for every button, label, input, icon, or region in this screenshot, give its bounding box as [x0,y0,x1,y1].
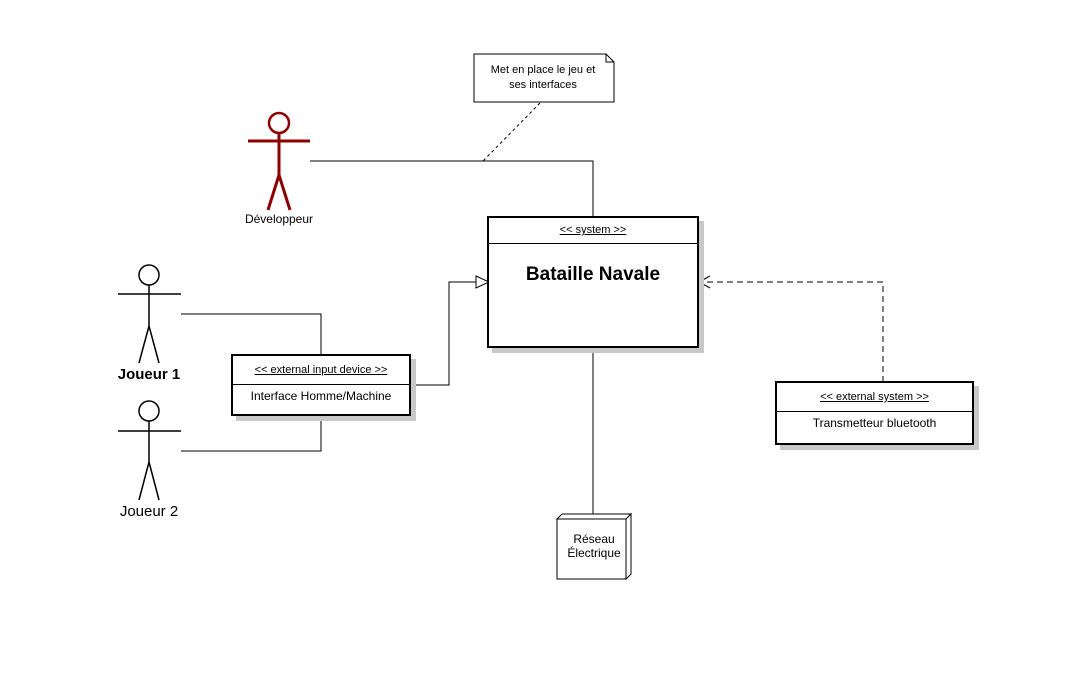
dependency-arrowhead [697,275,711,289]
developer-system-association [310,160,594,217]
external-system-dependency [700,281,884,382]
node-label-line-1: Réseau [573,532,615,546]
external-system-stereotype: << external system >> [777,383,972,412]
developer-actor-figure [248,111,310,211]
input-device-name: Interface Homme/Machine [250,389,392,403]
system-stereotype: << system >> [489,218,697,244]
system-name: Bataille Navale [525,264,661,285]
external-system-box[interactable]: << external system >> Transmetteur bluet… [775,381,974,445]
node-label: Réseau Électrique [557,532,631,560]
player2-input-association [181,416,322,452]
generalization-arrowhead [475,275,491,289]
node-label-line-2: Électrique [567,546,621,560]
player2-label: Joueur 2 [119,503,179,520]
input-device-box[interactable]: << external input device >> Interface Ho… [231,354,411,416]
power-network-node [555,512,633,581]
input-device-stereotype: << external input device >> [233,356,409,385]
note [473,53,615,103]
player1-label: Joueur 1 [117,366,181,383]
player1-actor-figure [118,264,181,364]
input-generalization-line [414,281,477,386]
player1-input-association [181,313,322,356]
note-anchor-line [482,102,541,162]
note-line-2: ses interfaces [509,79,577,91]
developer-label: Développeur [244,212,314,226]
system-box[interactable]: << system >> Bataille Navale [487,216,699,348]
note-line-1: Met en place le jeu et [490,64,596,76]
player2-actor-figure [118,400,181,501]
note-text: Met en place le jeu et ses interfaces [476,63,610,93]
external-system-name: Transmetteur bluetooth [812,416,937,430]
